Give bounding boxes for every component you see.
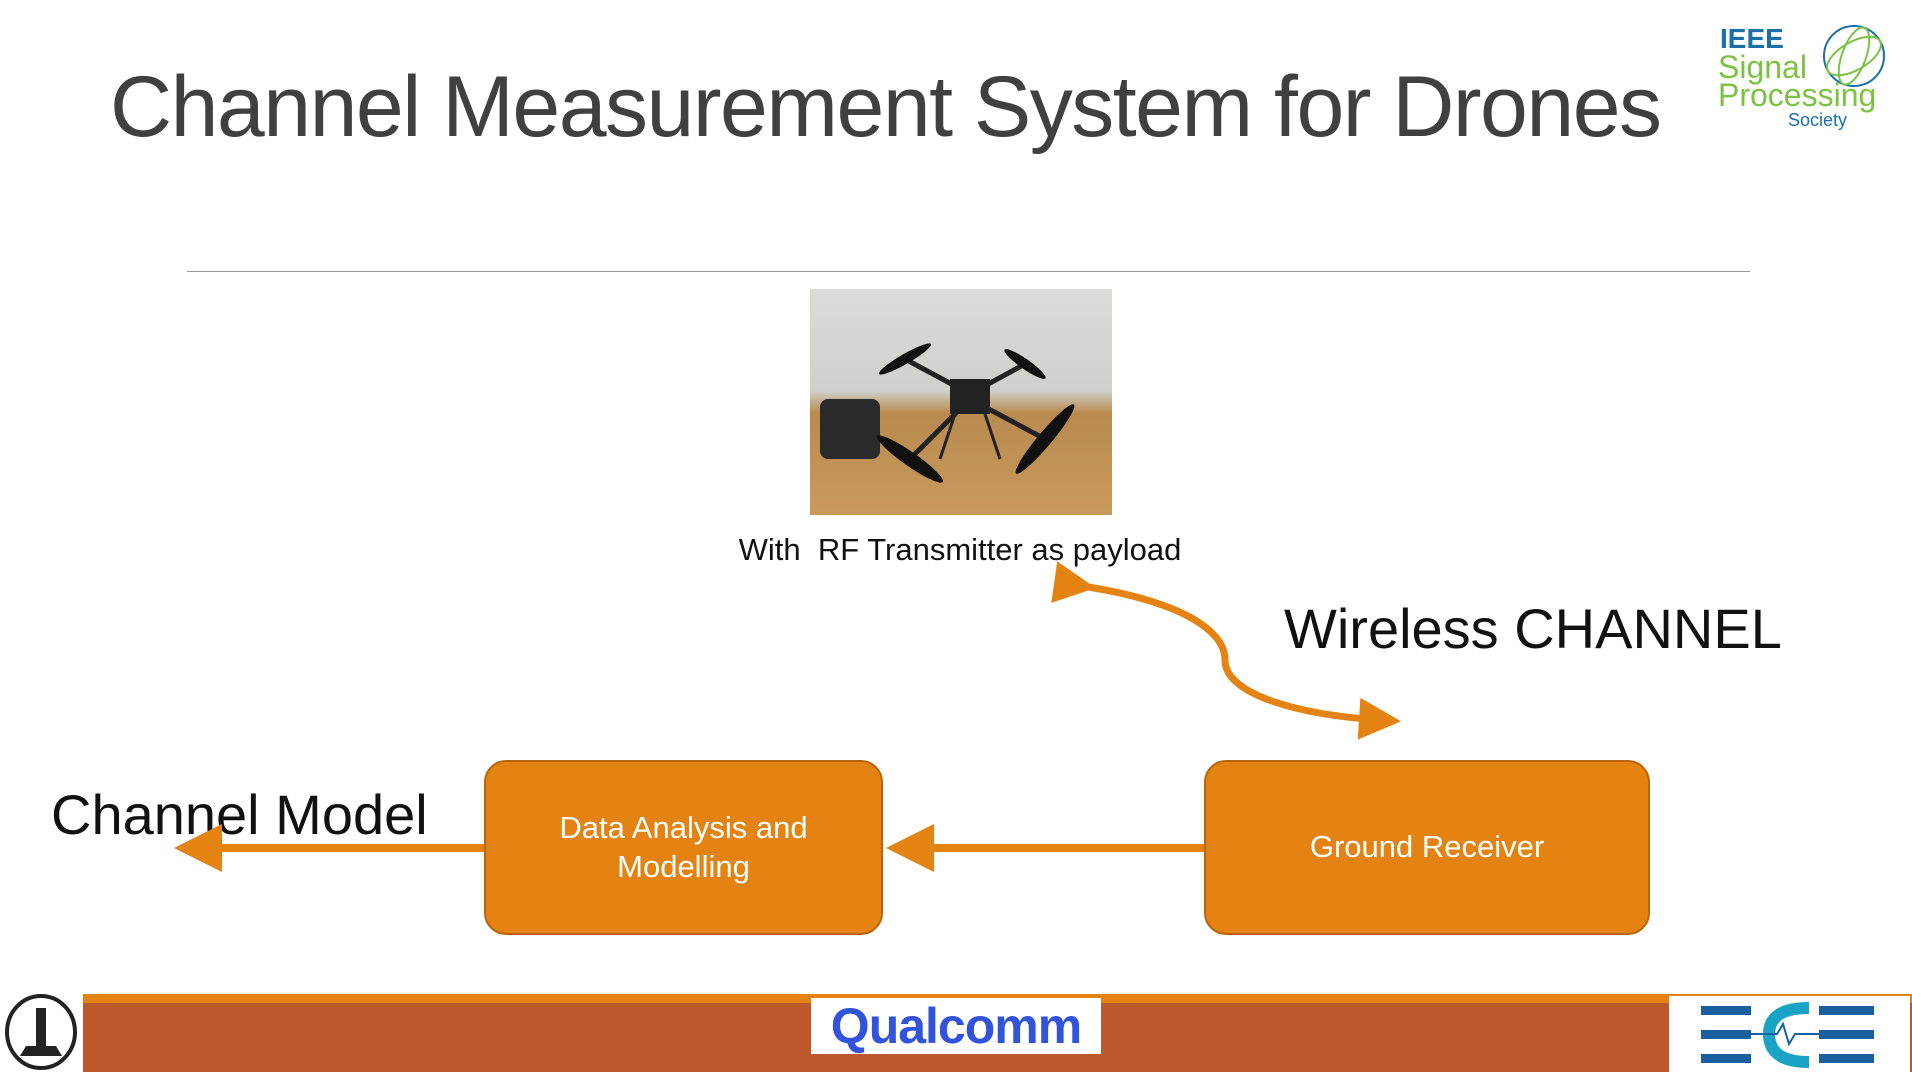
ground-receiver-label: Ground Receiver [1309, 829, 1545, 865]
title-divider [187, 271, 1750, 272]
channel-model-label: Channel Model [51, 783, 428, 846]
slide-title: Channel Measurement System for Drones [110, 59, 1662, 155]
logo-text-processing: Processing [1718, 77, 1876, 113]
iisc-logo [0, 994, 83, 1072]
data-analysis-label: Data Analysis and Modelling [559, 809, 808, 884]
logo-text-society: Society [1788, 110, 1847, 130]
drone-photo [810, 289, 1112, 515]
wireless-channel-arrow [1051, 561, 1401, 740]
ground-receiver-box: Ground Receiver [1204, 760, 1650, 935]
photo-caption: With RF Transmitter as payload [738, 532, 1182, 567]
ece-logo [1669, 996, 1910, 1072]
logo-text-ieee: IEEE [1720, 23, 1784, 54]
logo-text-signal: Signal [1718, 49, 1807, 85]
data-analysis-box: Data Analysis and Modelling [484, 760, 883, 935]
ieee-sps-logo: IEEE Signal Processing Society [1718, 23, 1885, 130]
qualcomm-logo: Qualcomm [811, 998, 1101, 1054]
